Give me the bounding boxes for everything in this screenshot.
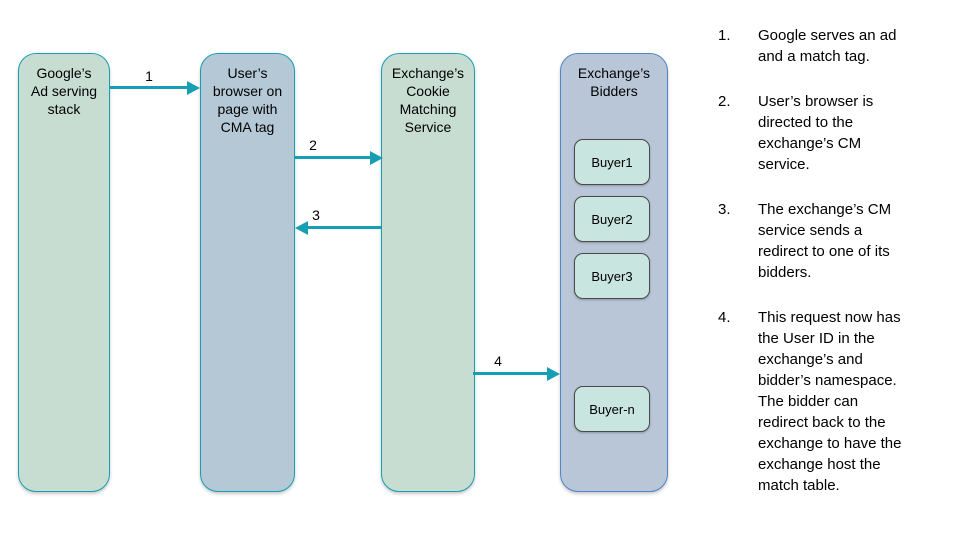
arrow-1-line	[110, 86, 188, 89]
lane-exchange-cm-service-label: Exchange’s Cookie Matching Service	[391, 65, 465, 135]
step-3-text: The exchange’s CM service sends a redire…	[758, 201, 892, 281]
step-item-2: 2. User’s browser is directed to the exc…	[718, 91, 953, 175]
step-item-4: 4. This request now has the User ID in t…	[718, 307, 953, 496]
buyer-box-1-label: Buyer1	[591, 154, 633, 170]
arrow-2-line	[295, 156, 372, 159]
step-item-1: 1. Google serves an ad and a match tag.	[718, 25, 953, 67]
steps-list: 1. Google serves an ad and a match tag. …	[718, 25, 953, 520]
buyer-box-n-label: Buyer-n	[589, 401, 635, 417]
buyer-box-3: Buyer3	[574, 253, 650, 299]
arrow-4-line	[473, 372, 549, 375]
lane-exchange-cm-service: Exchange’s Cookie Matching Service	[381, 53, 475, 492]
lane-exchange-bidders: Exchange’s Bidders Buyer1 Buyer2 Buyer3 …	[560, 53, 668, 492]
step-3-number: 3.	[718, 201, 731, 218]
lane-google-ad-serving: Google’s Ad serving stack	[18, 53, 110, 492]
lane-google-ad-serving-label: Google’s Ad serving stack	[30, 65, 98, 117]
buyer-box-2: Buyer2	[574, 196, 650, 242]
lane-user-browser-label: User’s browser on page with CMA tag	[212, 65, 283, 135]
buyer-box-2-label: Buyer2	[591, 211, 633, 227]
buyer-box-1: Buyer1	[574, 139, 650, 185]
buyer-box-3-label: Buyer3	[591, 268, 633, 284]
step-4-number: 4.	[718, 309, 731, 326]
step-4-text: This request now has the User ID in the …	[758, 309, 902, 494]
arrow-3-label: 3	[312, 207, 320, 223]
step-2-text: User’s browser is directed to the exchan…	[758, 93, 874, 173]
lane-exchange-bidders-label: Exchange’s Bidders	[577, 65, 651, 99]
step-item-3: 3. The exchange’s CM service sends a red…	[718, 199, 953, 283]
arrow-2-head-right-icon	[370, 151, 383, 165]
lane-user-browser: User’s browser on page with CMA tag	[200, 53, 295, 492]
arrow-1-label: 1	[145, 68, 153, 84]
step-1-number: 1.	[718, 27, 731, 44]
step-1-text: Google serves an ad and a match tag.	[758, 27, 897, 65]
arrow-2-label: 2	[309, 137, 317, 153]
arrow-1-head-right-icon	[187, 81, 200, 95]
arrow-3-head-left-icon	[295, 221, 308, 235]
arrow-3-line	[307, 226, 381, 229]
arrow-4-head-right-icon	[547, 367, 560, 381]
buyer-box-n: Buyer-n	[574, 386, 650, 432]
step-2-number: 2.	[718, 93, 731, 110]
arrow-4-label: 4	[494, 353, 502, 369]
